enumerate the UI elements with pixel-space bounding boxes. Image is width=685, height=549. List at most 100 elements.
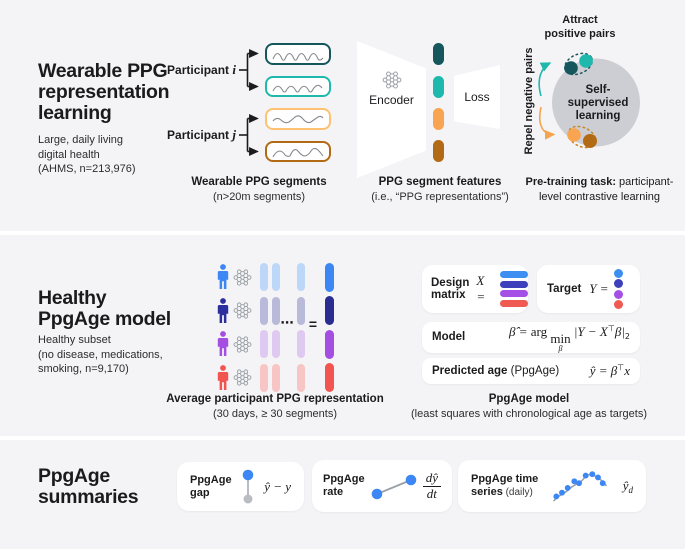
- gap-icon: [242, 469, 254, 503]
- encoder-block: Encoder: [357, 41, 426, 178]
- predicted-age-label: Predicted age (PpgAge): [432, 365, 560, 377]
- branch-arrow-icon: [239, 47, 265, 93]
- person-icon: [217, 331, 229, 357]
- gap-equation: ŷ − y: [264, 478, 291, 494]
- timeseries-icon: [553, 471, 608, 502]
- neural-network-icon: [233, 301, 252, 320]
- avg-repr-pill: [325, 262, 334, 292]
- ppg-segment-box-j1: [265, 108, 331, 130]
- waveform-icon: [272, 52, 324, 61]
- feature-pill-orange: [433, 107, 444, 130]
- repr-pill: [297, 363, 305, 392]
- neural-network-icon: [233, 335, 252, 354]
- model-label: Model: [432, 331, 466, 344]
- ppgage-timeseries-card: PpgAge time series (daily) ŷd: [458, 460, 646, 512]
- repr-pill: [272, 263, 280, 291]
- avg-repr-pill: [325, 329, 334, 359]
- repr-pill: [260, 263, 268, 291]
- ppg-segment-box-j2: [265, 140, 331, 162]
- segments-caption: Wearable PPG segments (n>20m segments): [191, 176, 327, 203]
- ppgage-model-caption: PpgAge model (least squares with chronol…: [410, 393, 647, 420]
- embedding-dot-orange: [567, 128, 581, 142]
- panel2-subtitle: Healthy subset(no disease, medications,s…: [38, 334, 163, 375]
- waveform-icon: [272, 148, 324, 158]
- loss-block: Loss: [454, 65, 500, 129]
- ppg-segment-box-i1: [265, 43, 331, 65]
- encoder-label: Encoder: [369, 93, 414, 107]
- repr-pill: [260, 363, 268, 392]
- repr-pill: [272, 296, 280, 325]
- repel-label: Repel negative pairs: [523, 47, 535, 155]
- feature-pill-teal: [433, 75, 444, 98]
- person-icon: [217, 298, 229, 324]
- neural-network-icon: [382, 70, 402, 90]
- target-card: Target Y =: [537, 265, 640, 313]
- repr-pill: [297, 263, 305, 291]
- branch-arrow-icon: [239, 112, 265, 158]
- panel-separator: [0, 436, 685, 440]
- avg-repr-pill: [325, 363, 334, 392]
- design-matrix-eq: X =: [476, 273, 486, 304]
- repel-arrow-icon: [538, 106, 556, 140]
- ssl-circle: [552, 58, 640, 147]
- feature-pill-brown: [433, 140, 444, 162]
- equals-sign: =: [308, 316, 318, 332]
- participant-i-label: Participant i: [167, 62, 236, 78]
- rate-equation: dŷ dt: [422, 470, 441, 502]
- target-label: Target: [547, 282, 582, 295]
- feature-pill-teal-dark: [433, 43, 444, 65]
- embedding-dot-teal: [579, 54, 593, 68]
- repr-pill: [260, 296, 268, 325]
- participant-row-navy: [217, 296, 334, 326]
- person-icon: [217, 264, 229, 290]
- design-matrix-pills: [500, 271, 528, 307]
- features-caption: PPG segment features (i.e., “PPG represe…: [371, 176, 509, 203]
- repr-pill: [272, 330, 280, 358]
- embedding-dot-brown: [583, 134, 597, 148]
- timeseries-label: PpgAge time series (daily): [471, 473, 539, 498]
- contrastive-learning-graphic: [538, 52, 640, 149]
- participant-row-purple: [217, 329, 334, 359]
- embedding-dot-teal-dark: [564, 61, 578, 75]
- predicted-age-card: Predicted age (PpgAge) ŷ = β⊤x: [422, 358, 640, 384]
- attract-arrow-icon: [538, 62, 552, 97]
- repr-pill: [272, 363, 280, 392]
- waveform-icon: [272, 85, 323, 93]
- repr-pill: [297, 330, 305, 358]
- repr-pill: [297, 296, 305, 325]
- avg-repr-pill: [325, 296, 334, 325]
- ppg-segment-box-i2: [265, 75, 331, 97]
- neural-network-icon: [233, 268, 252, 287]
- repr-pill: [260, 330, 268, 358]
- panel-separator: [0, 231, 685, 235]
- rate-icon: [371, 474, 416, 500]
- participant-j-label: Participant j: [167, 127, 236, 143]
- person-icon: [217, 365, 229, 391]
- participant-row-blue: [217, 262, 334, 292]
- target-eq: Y =: [589, 281, 609, 296]
- loss-label: Loss: [464, 90, 490, 104]
- pretraining-caption: Pre-training task: participant- level co…: [525, 176, 674, 203]
- participant-row-red: [217, 363, 334, 393]
- timeseries-equation: ŷd: [622, 477, 633, 495]
- target-dots: [613, 268, 623, 310]
- waveform-icon: [272, 115, 324, 123]
- predicted-age-equation: ŷ = β⊤x: [589, 363, 630, 378]
- neural-network-icon: [233, 368, 252, 387]
- ellipsis: ⋯: [280, 315, 294, 330]
